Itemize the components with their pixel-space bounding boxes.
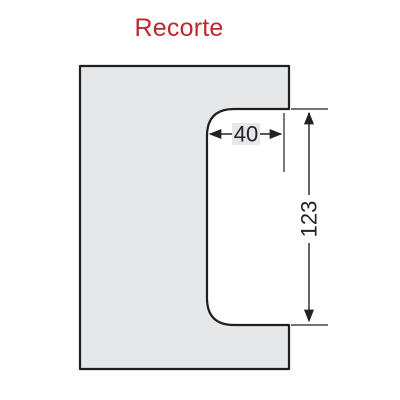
diagram-title: Recorte — [134, 14, 224, 42]
panel-with-cutout — [78, 64, 291, 371]
width-label-backdrop — [232, 123, 260, 145]
height-dimension-label: 123 — [297, 201, 322, 238]
height-label-backdrop — [298, 195, 320, 243]
width-dimension-label: 40 — [234, 122, 258, 147]
